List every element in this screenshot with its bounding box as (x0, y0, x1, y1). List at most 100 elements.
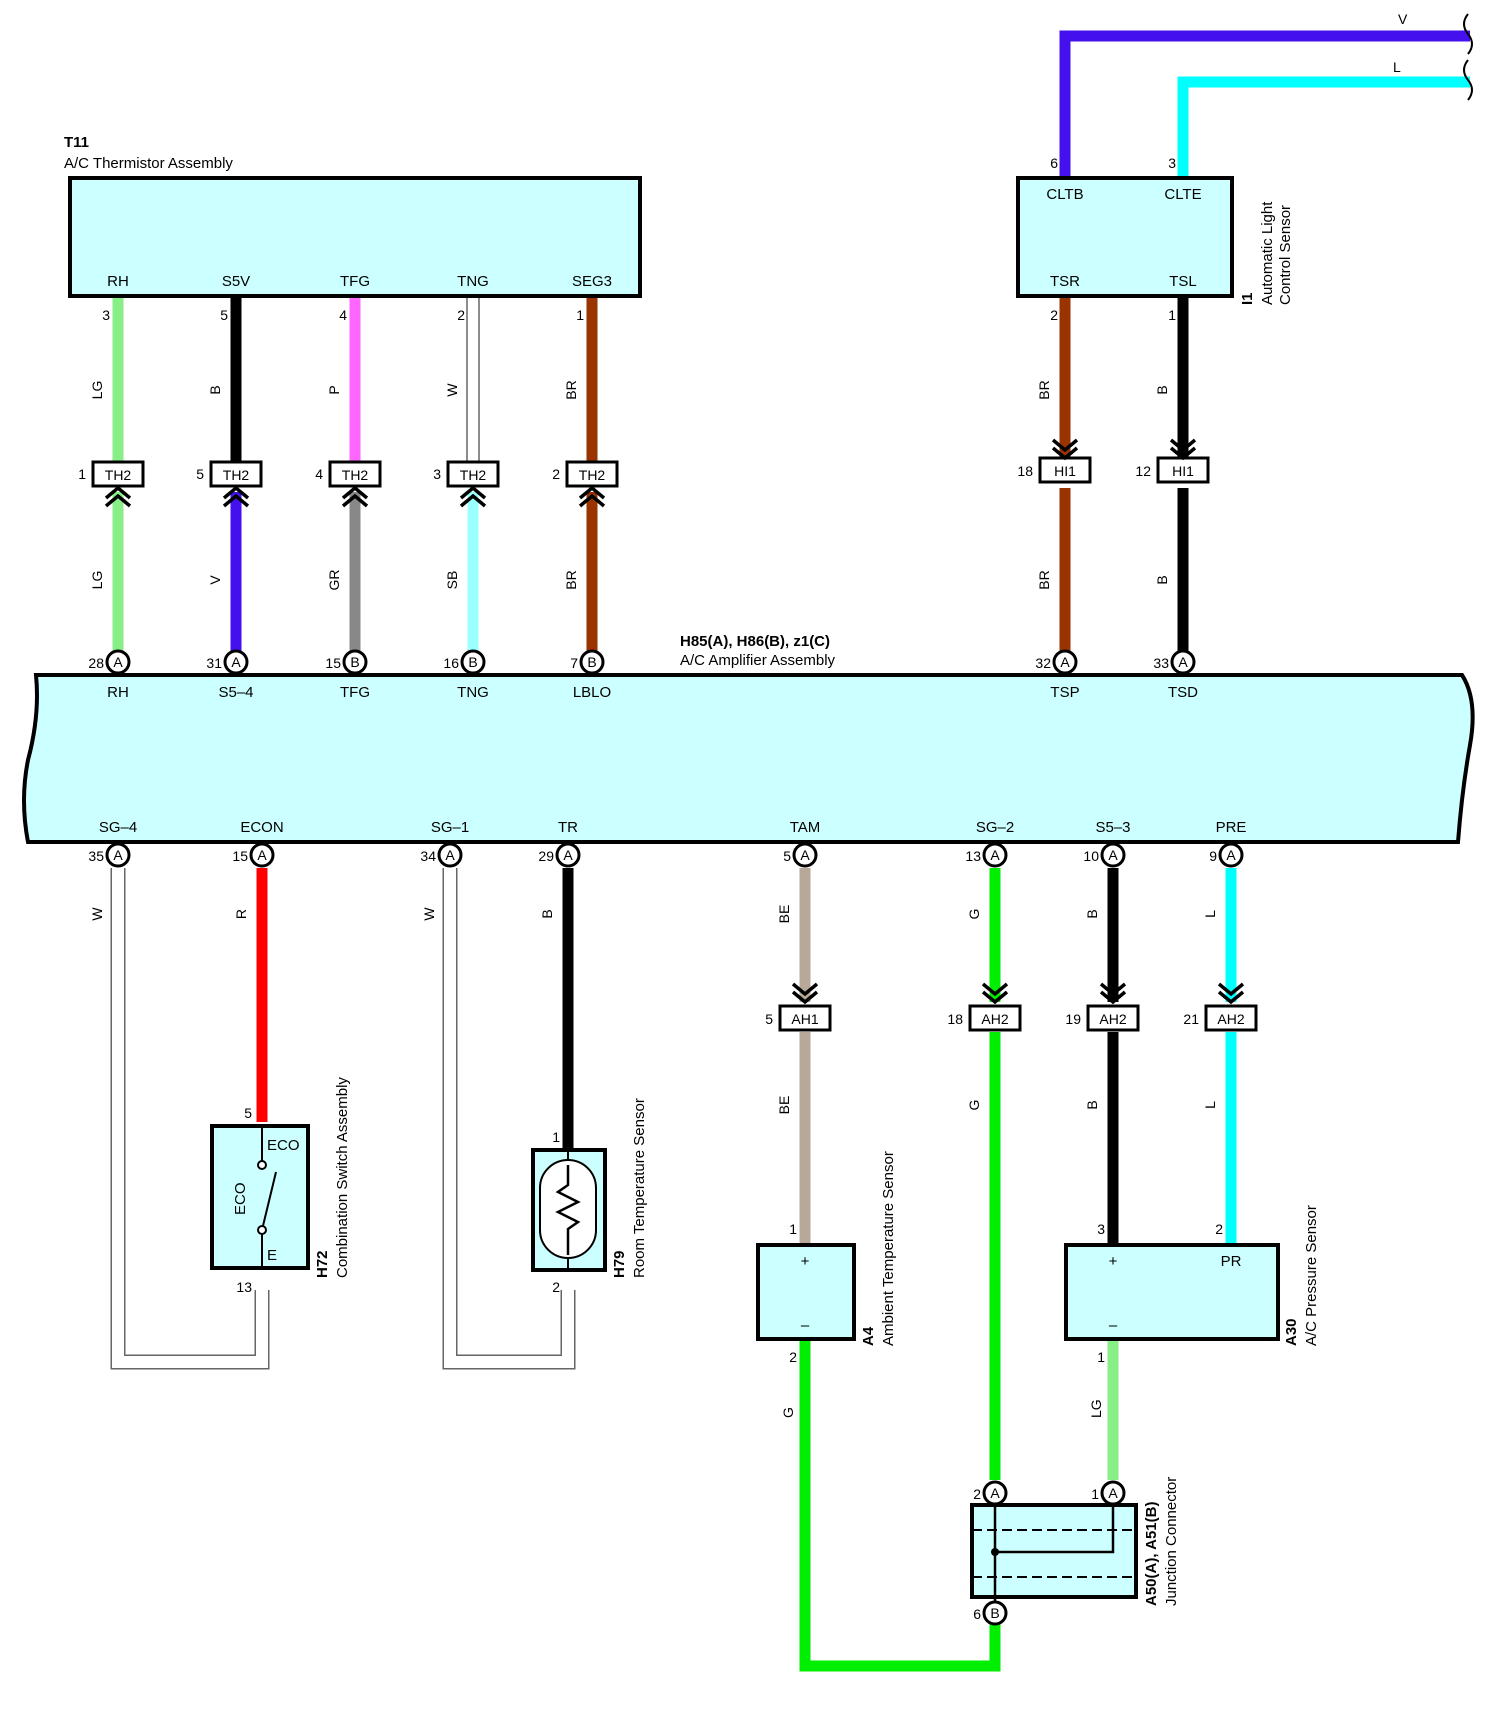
ah-chevron-0 (791, 982, 819, 1005)
amp-top-pin-4-circle (579, 649, 605, 675)
amp-top-pin-3-letter: B (468, 654, 477, 670)
amp-bottom-pin-7-circle (1218, 842, 1244, 868)
wire-break-v (1463, 13, 1473, 55)
wire-code-t11-lower-1: V (207, 575, 223, 585)
junction-node (991, 1548, 999, 1556)
wire-code-amp-bottom-0: W (89, 907, 105, 921)
th2-connector-4-label: TH2 (579, 467, 606, 483)
amp-top-pin-1-letter: A (231, 654, 241, 670)
t11-pin-2: 4 (339, 307, 347, 323)
th2-pin-4: 2 (552, 466, 560, 482)
amp-top-terminal-6: TSD (1168, 684, 1198, 701)
ah-connector-2-box (1086, 1004, 1140, 1032)
junction-pin-1-circle (1100, 1480, 1126, 1506)
amp-top-pin-num-i1-0: 32 (1035, 655, 1051, 671)
amp-bottom-pin-num-2: 34 (420, 848, 436, 864)
wire-sg1-w (442, 868, 576, 1370)
junction-pin-num-0: 2 (973, 1486, 981, 1502)
i1-terminal-tsr: TSR (1050, 273, 1080, 290)
t11-terminal-0: RH (107, 273, 129, 290)
junction-pin-1-letter: A (1108, 1485, 1118, 1501)
th2-chevron-0 (104, 485, 132, 508)
wire-code-ah-lower-3: L (1202, 1101, 1218, 1109)
wire-t11-tng-upper (466, 295, 480, 463)
th2-connector-3-label: TH2 (460, 467, 487, 483)
connectors: TH21A28TH25A31TH24B15TH23B16TH22B7HI118A… (78, 456, 1258, 1032)
h79-code: H79 (611, 1250, 628, 1278)
i1-name-line2: Control Sensor (1277, 205, 1294, 305)
t11-pin-0: 3 (102, 307, 110, 323)
t11-pin-3: 2 (457, 307, 465, 323)
amp-code: H85(A), H86(B), z1(C) (680, 633, 830, 650)
wire-code-t11-upper-0: LG (89, 381, 105, 400)
amp-top-pin-0-circle (105, 649, 131, 675)
t11-name: A/C Thermistor Assembly (64, 155, 233, 172)
hi1-connector-0-label: HI1 (1054, 463, 1076, 479)
amp-bottom-pin-7-letter: A (1226, 847, 1236, 863)
t11-terminal-1: S5V (222, 273, 250, 290)
wire-code-t11-upper-3: W (444, 383, 460, 397)
wire-code-l-top: L (1393, 59, 1401, 75)
amp-bottom-pin-num-0: 35 (88, 848, 104, 864)
a30-pr: PR (1221, 1253, 1242, 1270)
amp-top-pin-num-4: 7 (570, 655, 578, 671)
amp-top-pin-3-circle (460, 649, 486, 675)
i1-terminal-tsl: TSL (1169, 273, 1197, 290)
ah-pin-2: 19 (1065, 1011, 1081, 1027)
amp-bottom-pin-6-circle (1100, 842, 1126, 868)
a4-pin-top: 1 (789, 1221, 797, 1237)
wire-code-ah-lower-0: BE (776, 1096, 792, 1115)
ah-chevron-2 (1099, 982, 1127, 1005)
junction-pin-2-letter: B (990, 1605, 999, 1621)
amp-bottom-pin-3-letter: A (563, 847, 573, 863)
amp-bottom-terminal-0: SG–4 (99, 819, 137, 836)
wire-code-amp-bottom-5: G (966, 909, 982, 920)
wire-code-a4-g: G (780, 1407, 796, 1418)
amp-top-terminal-3: TNG (457, 684, 489, 701)
amp-bottom-pin-num-6: 10 (1083, 848, 1099, 864)
h72-label-e: E (267, 1247, 277, 1264)
t11-box (68, 176, 642, 298)
a30-minus: – (1109, 1317, 1118, 1334)
wire-code-amp-bottom-4: BE (776, 905, 792, 924)
amp-top-terminal-1: S5–4 (218, 684, 253, 701)
ah-connector-0-box (778, 1004, 832, 1032)
i1-pin-tsl: 1 (1168, 307, 1176, 323)
th2-connector-1-label: TH2 (223, 467, 250, 483)
amp-bottom-pin-num-5: 13 (965, 848, 981, 864)
hi1-connector-1-label: HI1 (1172, 463, 1194, 479)
wire-code-t11-lower-0: LG (89, 571, 105, 590)
i1-terminal-cltb: CLTB (1046, 186, 1083, 203)
amp-top-terminal-5: TSP (1050, 684, 1079, 701)
amp-bottom-pin-num-3: 29 (538, 848, 554, 864)
hi1-pin-1: 12 (1135, 463, 1151, 479)
amp-bottom-terminal-4: TAM (790, 819, 821, 836)
connector-chevrons (104, 438, 1245, 1005)
a4-code: A4 (860, 1326, 877, 1346)
h79-pin-top: 1 (552, 1129, 560, 1145)
i1-pin-cltb: 6 (1050, 155, 1058, 171)
wire-code-i1-upper-0: BR (1036, 380, 1052, 399)
wire-code-amp-bottom-1: R (233, 909, 249, 919)
h79-name: Room Temperature Sensor (631, 1098, 648, 1278)
t11-terminal-4: SEG3 (572, 273, 612, 290)
ah-pin-3: 21 (1183, 1011, 1199, 1027)
wire-code-v-top: V (1398, 11, 1408, 27)
a30-pin-minus: 1 (1097, 1349, 1105, 1365)
amp-bottom-pin-0-circle (105, 842, 131, 868)
h72-pin-top: 5 (244, 1105, 252, 1121)
wire-sg1-w-inner (444, 868, 574, 1368)
junction-pin-2-circle (982, 1600, 1008, 1626)
amp-bottom-pin-num-7: 9 (1209, 848, 1217, 864)
t11-code: T11 (64, 134, 89, 151)
wire-a4-g (799, 1340, 1001, 1672)
a30-name: A/C Pressure Sensor (1303, 1205, 1320, 1346)
th2-connector-0-label: TH2 (105, 467, 132, 483)
th2-chevron-3 (459, 485, 487, 508)
a30-plus: + (1109, 1253, 1118, 1270)
t11-terminal-2: TFG (340, 273, 370, 290)
amp-top-terminal-0: RH (107, 684, 129, 701)
